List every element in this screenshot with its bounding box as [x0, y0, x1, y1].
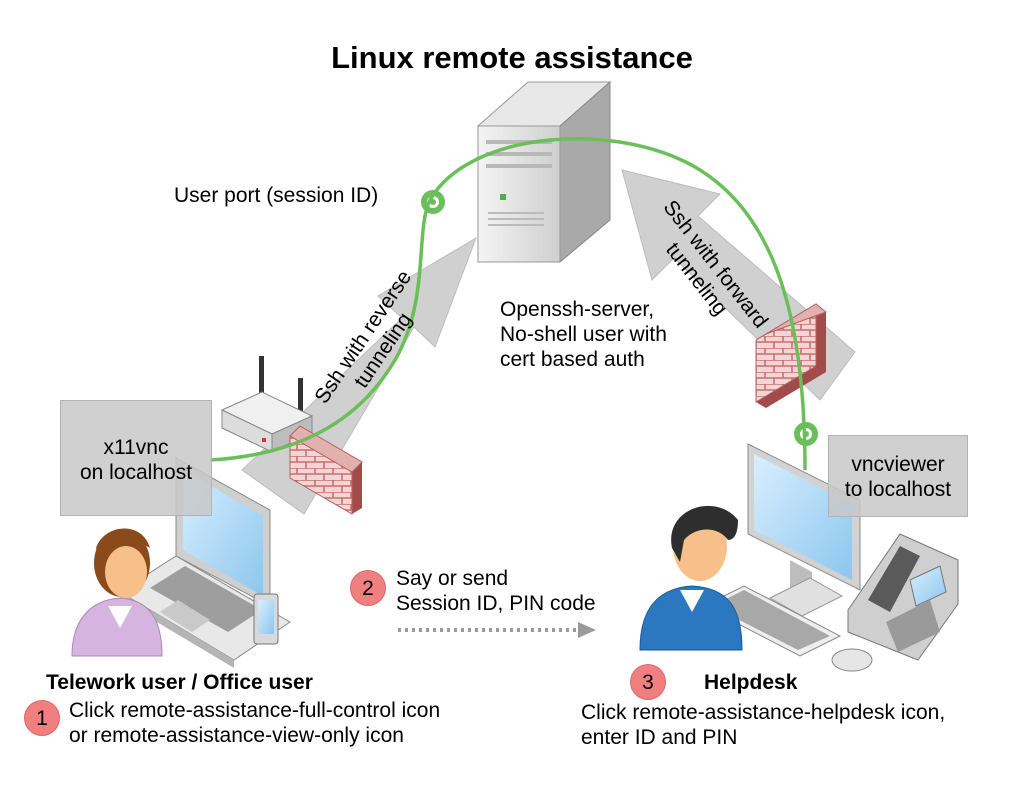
server-desc-line: No-shell user with: [500, 323, 667, 346]
tunnel-line: [209, 137, 807, 471]
vncviewer-line: vncviewer: [851, 453, 945, 476]
helpdesk-avatar-icon: [639, 505, 743, 651]
x11vnc-line: x11vnc: [103, 436, 169, 459]
firewall-icon: [289, 425, 363, 515]
vncviewer-box: vncviewer to localhost: [828, 435, 968, 517]
send-arrow: [398, 622, 596, 638]
server-icon: [476, 80, 612, 264]
say-send-line: Session ID, PIN code: [396, 592, 596, 615]
mouse-icon: [831, 648, 873, 672]
helpdesk-label: Helpdesk: [704, 671, 798, 694]
desktop-monitor-icon: [747, 443, 861, 617]
step-badge: 1: [24, 700, 60, 736]
server-desc-line: cert based auth: [500, 348, 645, 371]
server-desc-line: Openssh-server,: [500, 298, 655, 321]
desk-phone-icon: [847, 533, 959, 661]
say-send-line: Say or send: [396, 567, 509, 590]
step-badge: 3: [630, 664, 666, 700]
x11vnc-box: x11vnc on localhost: [60, 400, 212, 516]
say-send-text: Say or send Session ID, PIN code: [396, 566, 596, 616]
server-description: Openssh-server, No-shell user with cert …: [500, 297, 667, 372]
laptop-icon: [119, 457, 291, 668]
step-1-instructions: Click remote-assistance-full-control ico…: [69, 698, 440, 748]
step-3-line: enter ID and PIN: [581, 726, 738, 749]
phone-icon: [253, 593, 279, 645]
keyboard-icon: [702, 585, 842, 657]
user-avatar-icon: [71, 528, 163, 657]
x11vnc-line: on localhost: [79, 461, 193, 484]
vncviewer-line: to localhost: [844, 478, 952, 501]
port-plug-icon: [421, 190, 445, 214]
telework-user-label: Telework user / Office user: [46, 671, 313, 694]
step-3-line: Click remote-assistance-helpdesk icon,: [581, 701, 946, 724]
step-badge: 2: [350, 570, 386, 606]
user-port-label: User port (session ID): [174, 184, 379, 207]
port-plug-icon: [794, 422, 818, 446]
step-3-instructions: Click remote-assistance-helpdesk icon, e…: [581, 700, 945, 750]
step-1-line: or remote-assistance-view-only icon: [69, 724, 404, 747]
step-1-line: Click remote-assistance-full-control ico…: [69, 699, 441, 722]
page-title: Linux remote assistance: [331, 40, 693, 75]
